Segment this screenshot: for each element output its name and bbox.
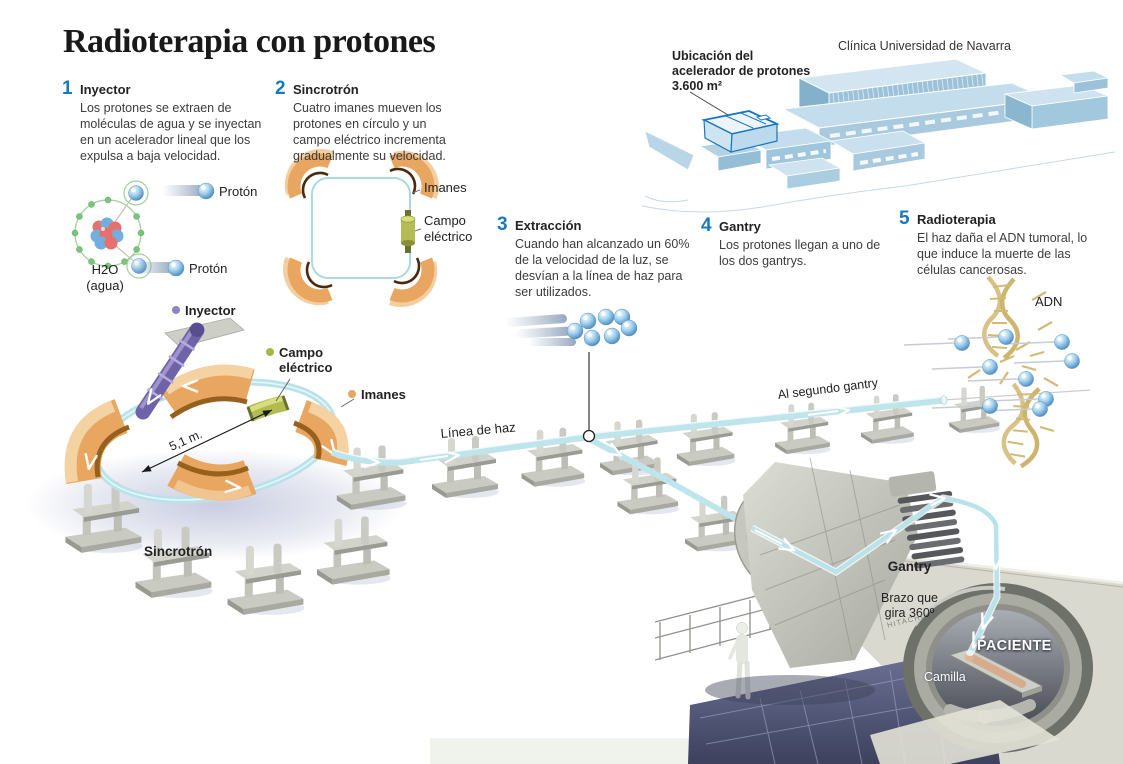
h2o-label: H2O (agua) xyxy=(86,262,124,294)
step-2-number: 2 xyxy=(275,78,286,99)
ring-magnets xyxy=(64,364,349,501)
gantry-sublabel: Brazo que gira 360º xyxy=(881,590,938,621)
step-2-body: Cuatro imanes mueven los protones en cír… xyxy=(293,101,446,163)
patient-label: PACIENTE xyxy=(977,638,1052,654)
building-name-label: Clínica Universidad de Navarra xyxy=(838,39,1011,53)
gantry-machine xyxy=(430,457,1123,764)
field-bullet-icon xyxy=(266,348,274,356)
step-3-number: 3 xyxy=(497,214,508,235)
electric-field-cylinder xyxy=(400,210,416,253)
person-figure xyxy=(736,622,748,634)
building-illustration xyxy=(641,58,1116,213)
gantry-nozzle xyxy=(888,471,965,569)
injector-bullet-icon xyxy=(172,306,180,314)
step-3-body: Cuando han alcanzado un 60% de la veloci… xyxy=(515,237,690,299)
dimension-arrow xyxy=(140,406,274,476)
step-4-body: Los protones llegan a uno de los dos gan… xyxy=(719,238,881,268)
gantry-label-block: Gantry Brazo que gira 360º xyxy=(852,543,967,637)
step-2-sincrotron: 2 Sincrotrón Cuatro imanes mueven los pr… xyxy=(275,78,478,164)
dna-label: ADN xyxy=(1035,294,1063,309)
synchrotron-2d-diagram xyxy=(286,152,436,304)
proton-bottom-label: Protón xyxy=(189,261,228,276)
accelerator-location-highlight xyxy=(689,91,780,153)
gantry-label: Gantry xyxy=(887,558,932,574)
nucleus xyxy=(90,217,124,250)
step-5-body: El haz daña el ADN tumoral, lo que induc… xyxy=(917,231,1088,277)
dna-illustration xyxy=(903,275,1081,469)
step-4-gantry: 4 Gantry Los protones llegan a uno de lo… xyxy=(701,215,899,269)
field-scene-label: Campo eléctrico xyxy=(266,345,332,376)
proton-top-label: Protón xyxy=(219,184,258,199)
field-2d-label: Campo eléctrico xyxy=(424,213,473,245)
patient-body xyxy=(968,654,1026,688)
step-5-heading: Radioterapia xyxy=(917,212,996,227)
step-5-number: 5 xyxy=(899,208,910,229)
gantry-beam-path xyxy=(750,491,1003,656)
step-5-radioterapia: 5 Radioterapia El haz daña el ADN tumora… xyxy=(899,208,1107,278)
step-4-heading: Gantry xyxy=(719,219,761,234)
synchrotron-3d xyxy=(25,317,405,615)
couch-label: Camilla xyxy=(924,670,966,684)
ring-electric-field xyxy=(246,395,290,422)
step-3-heading: Extracción xyxy=(515,218,582,233)
proton-trails xyxy=(903,336,1065,412)
step-1-heading: Inyector xyxy=(80,82,131,97)
step-4-number: 4 xyxy=(701,215,712,236)
magnets-bullet-icon xyxy=(348,390,356,398)
step-1-number: 1 xyxy=(62,78,73,99)
injector-scene-label: Inyector xyxy=(172,303,236,318)
extraction-protons xyxy=(505,308,638,443)
accelerator-location-label: Ubicación del acelerador de protones 3.6… xyxy=(672,49,811,93)
electrons xyxy=(71,196,145,270)
step-2-heading: Sincrotrón xyxy=(293,82,359,97)
page-title: Radioterapia con protones xyxy=(63,22,436,60)
atom-diagram xyxy=(71,180,215,279)
step-1-body: Los protones se extraen de moléculas de … xyxy=(80,101,262,163)
step-3-extraccion: 3 Extracción Cuando han alcanzado un 60%… xyxy=(497,214,705,300)
synchrotron-label: Sincrotrón xyxy=(144,544,213,559)
magnets-scene-label: Imanes xyxy=(348,387,406,402)
magnets-2d-label: Imanes xyxy=(424,180,467,195)
step-1-inyector: 1 Inyector Los protones se extraen de mo… xyxy=(62,78,272,164)
beam-line xyxy=(330,385,1091,552)
